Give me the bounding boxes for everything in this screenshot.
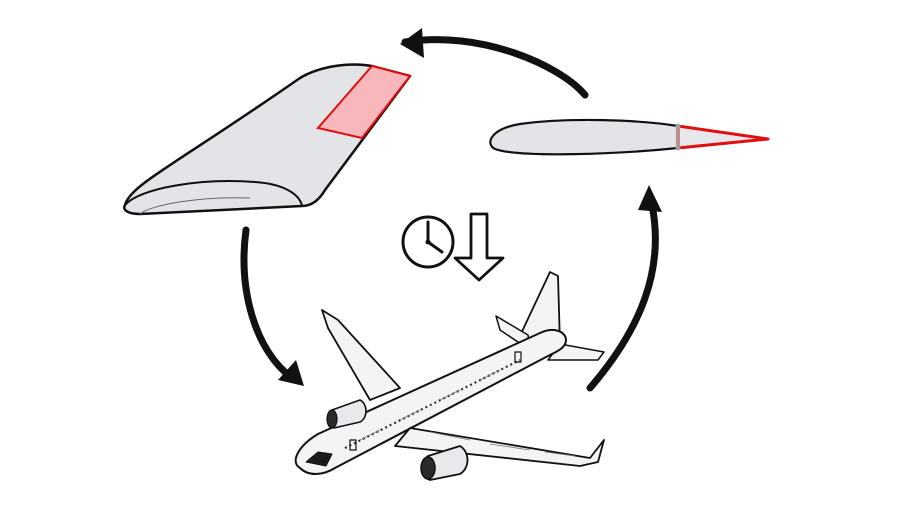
arrow-airfoil-to-wing <box>401 36 589 99</box>
wing-flap-highlight <box>316 64 412 140</box>
arrow-aircraft-to-airfoil <box>586 201 659 392</box>
airliner-icon <box>294 271 605 481</box>
aircraft-far-wing <box>321 309 401 401</box>
clock-with-down-arrow-icon <box>401 212 505 282</box>
airfoil-with-trailing-edge-icon <box>489 118 770 156</box>
wing-with-highlighted-flap-icon <box>123 63 412 216</box>
aircraft-near-wing <box>394 427 605 467</box>
airfoil-trailing-edge <box>676 124 770 150</box>
cycle-arrows <box>240 28 662 392</box>
arrow-wing-to-aircraft <box>240 226 296 382</box>
